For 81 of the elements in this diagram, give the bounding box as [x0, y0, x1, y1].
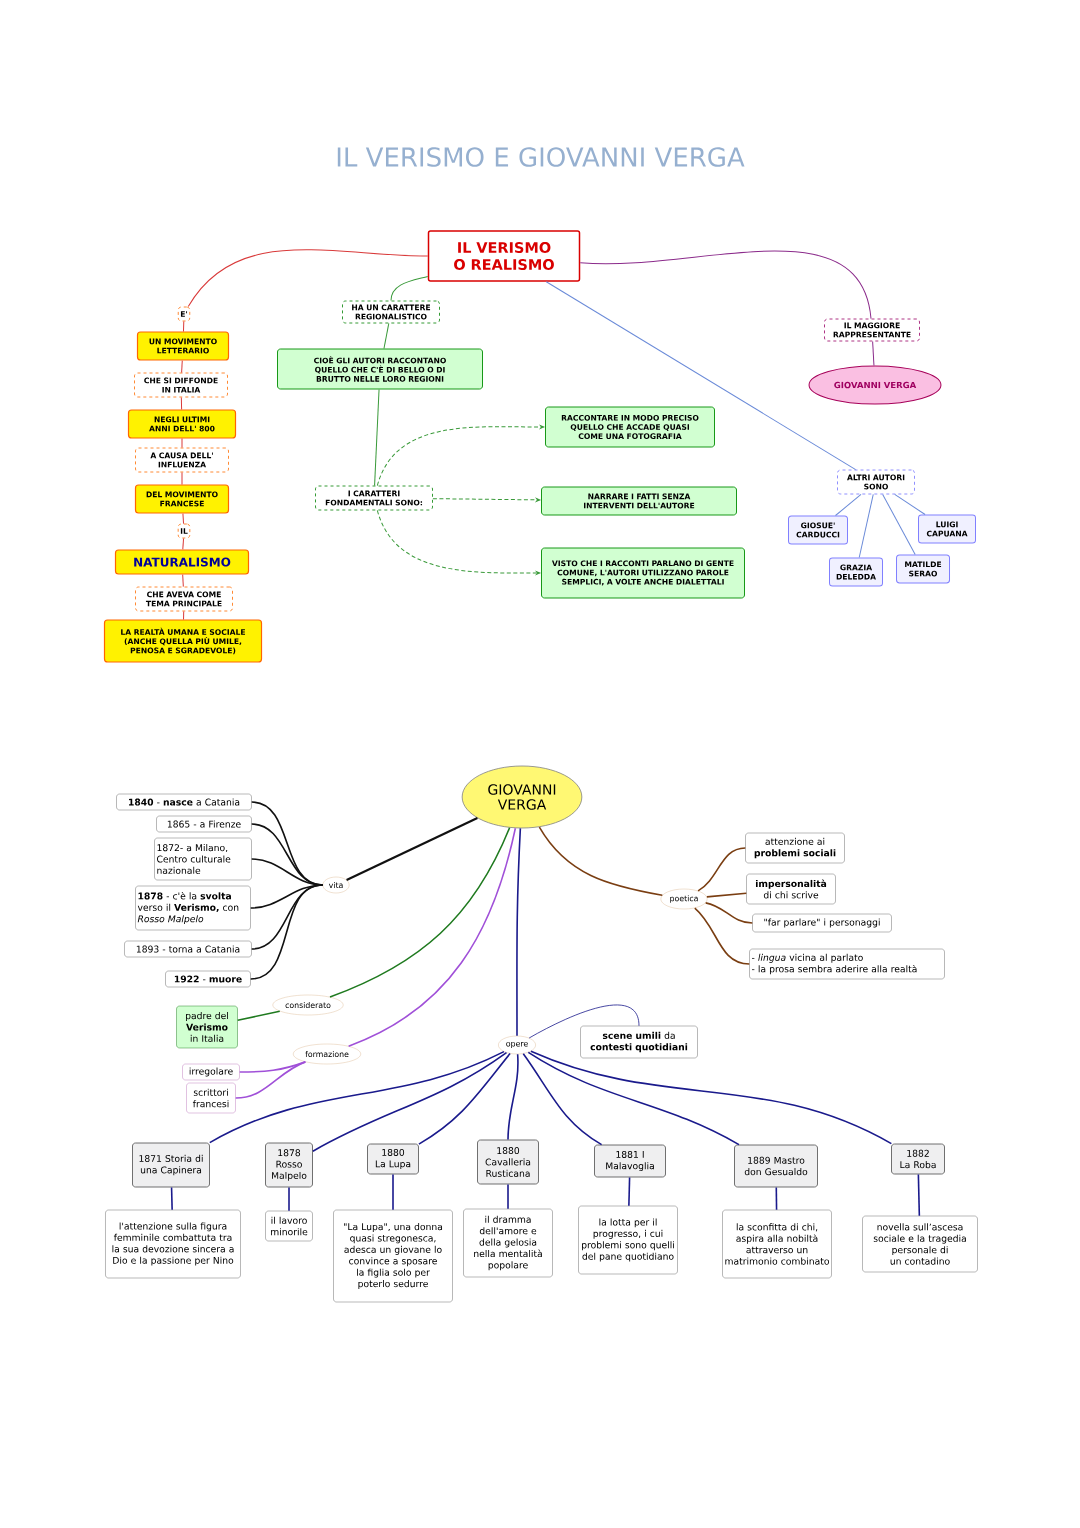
connector-line	[704, 902, 754, 924]
concept-box: 1878 - c'è la svolta verso il Verismo, con Rosso Malpelo	[135, 885, 251, 931]
connector-line	[538, 826, 664, 896]
connector-line	[917, 1173, 921, 1217]
concept-box: scrittori francesi	[186, 1082, 236, 1114]
connector-line	[181, 471, 183, 485]
concept-box: - lingua vicina al parlato - la prosa sembra aderire alla realtà	[749, 948, 945, 980]
connector-line	[697, 847, 747, 892]
connector-line	[374, 388, 380, 487]
concept-box: 1865 - a Firenze	[156, 815, 252, 833]
connector-line	[236, 1010, 281, 1022]
connector-line	[530, 1050, 893, 1145]
connector-line	[418, 1052, 511, 1145]
concept-box: 1872- a Milano, Centro culturale nazionale	[154, 837, 252, 881]
concept-box: irregolare	[182, 1063, 240, 1081]
concept-box: 1840 - nasce a Catania	[116, 793, 252, 811]
connector-line	[527, 1051, 740, 1146]
connector-line	[522, 1052, 603, 1146]
connector-line	[507, 1053, 519, 1141]
connector-line	[187, 249, 429, 308]
concept-box: attenzione ai problemi sociali	[745, 832, 845, 864]
connector-line	[628, 1176, 631, 1207]
concept-box: la sconfitta di chi, aspira alla nobiltà attraverso un matrimonio combinato	[722, 1209, 832, 1279]
connector-line	[182, 574, 184, 588]
connector-line	[545, 281, 857, 471]
connector-line	[392, 1173, 394, 1211]
connector-line	[249, 884, 324, 980]
connector-line	[208, 1050, 505, 1144]
connector-line	[181, 360, 183, 374]
concept-box: "La Lupa", una donna quasi stregonesca, adesca un giovane lo convince a sposare la figlia solo per poterlo sedurre	[333, 1209, 453, 1303]
connector-line	[507, 1183, 509, 1210]
arrow	[432, 498, 541, 502]
connector-line	[390, 275, 429, 302]
work-box: 1880 Cavalleria Rusticana	[477, 1139, 539, 1185]
connector-line	[347, 827, 517, 1047]
concept-box: la lotta per il progresso, i cui problemi sono quelli del pane quotidiano	[578, 1205, 678, 1275]
concept-box: 1922 - muore	[165, 970, 251, 988]
connector-line	[835, 493, 862, 516]
work-box: 1878 Rosso Malpelo	[265, 1142, 313, 1188]
connector-line	[872, 340, 875, 366]
concept-box: impersonalità di chi scrive	[746, 873, 836, 905]
connector-line	[383, 322, 390, 350]
connector-line	[288, 1186, 290, 1212]
arrow	[376, 425, 545, 487]
concept-box: padre del Verismo in Italia	[176, 1005, 238, 1049]
connector-line	[516, 827, 522, 1037]
connector-line	[894, 493, 926, 515]
connector-line	[181, 438, 183, 449]
connector-line	[183, 610, 185, 620]
connector-line	[312, 1051, 508, 1153]
concept-box: IL VERISMO O REALISMO	[427, 230, 581, 282]
work-box: 1880 La Lupa	[367, 1143, 419, 1175]
connector-line	[234, 1061, 307, 1099]
work-box: 1889 Mastro don Gesualdo	[734, 1144, 818, 1188]
concept-box: il lavoro minorile	[265, 1210, 313, 1242]
concept-box: 1893 - torna a Catania	[124, 940, 252, 958]
connector-line	[694, 907, 751, 965]
connector-line	[858, 493, 874, 558]
concept-box: NATURALISMO	[114, 549, 250, 575]
connector-line	[579, 250, 872, 320]
connector-line	[182, 513, 185, 525]
connector-line	[775, 1186, 778, 1211]
connector-line	[329, 826, 511, 998]
connector-line	[346, 817, 478, 881]
concept-box: scene umili da contesti quotidiani	[580, 1025, 698, 1059]
concept-box: l'attenzione sulla figura femminile combattuta tra la sua devozione sincera a Dio e la passione per Nino	[105, 1209, 241, 1279]
arrow	[376, 509, 541, 575]
work-box: 1881 I Malavoglia	[594, 1144, 666, 1178]
connector-line	[706, 892, 748, 898]
concept-box: "far parlare" i personaggi	[752, 913, 892, 933]
title: IL VERISMO E GIOVANNI VERGA	[337, 147, 745, 167]
connector-line	[170, 1186, 173, 1211]
connector-line	[180, 396, 183, 410]
connector-line	[182, 320, 185, 332]
work-box: 1882 La Roba	[891, 1143, 945, 1175]
connector-line	[182, 537, 184, 550]
work-box: 1871 Storia di una Capinera	[132, 1142, 210, 1188]
connector-line	[528, 1004, 640, 1039]
concept-box: novella sull’ascesa sociale e la tragedia personale di un contadino	[862, 1215, 978, 1273]
concept-box: il dramma dell'amore e della gelosia nella mentalità popolare	[463, 1208, 553, 1278]
connector-line	[882, 493, 916, 555]
